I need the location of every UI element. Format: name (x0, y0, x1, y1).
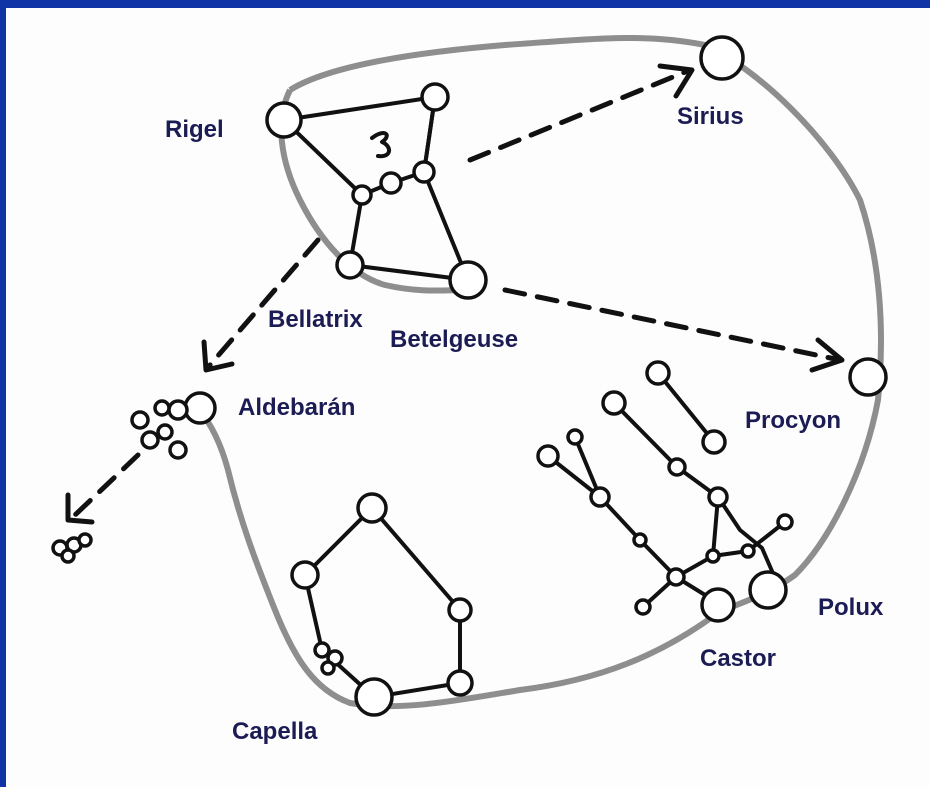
label-capella: Capella (232, 718, 318, 745)
label-sirius: Sirius (677, 103, 744, 130)
rigel-star (265, 101, 303, 139)
label-procyon: Procyon (745, 407, 841, 434)
orion-constellation (265, 82, 488, 300)
hyades-cluster (130, 391, 217, 460)
label-castor: Castor (700, 645, 776, 672)
label-polux: Polux (818, 594, 884, 621)
capella-star (354, 677, 394, 717)
gemini-constellation (536, 360, 794, 623)
arrow-to-pleiades (72, 452, 141, 518)
auriga-constellation (290, 492, 474, 717)
label-betelgeuse: Betelgeuse (390, 326, 518, 353)
arrow-to-procyon (502, 287, 843, 363)
pleiades-cluster (51, 532, 93, 564)
winter-hexagon-outline-top-left (278, 88, 466, 294)
label-bellatrix: Bellatrix (268, 306, 363, 333)
procyon-star (848, 357, 888, 397)
betelgeuse-star (448, 260, 488, 300)
label-rigel: Rigel (165, 116, 224, 143)
arrow-to-aldebaran (207, 237, 321, 368)
arrow-to-sirius (467, 67, 693, 163)
bellatrix-star (335, 250, 365, 280)
diagram-canvas (6, 8, 930, 787)
sirius-star (699, 35, 745, 81)
castor-star (700, 587, 736, 623)
aldebaran-star (183, 391, 217, 425)
label-aldebaran: Aldebarán (238, 394, 355, 421)
polux-star (748, 570, 788, 610)
winter-hexagon-outline (195, 34, 884, 710)
